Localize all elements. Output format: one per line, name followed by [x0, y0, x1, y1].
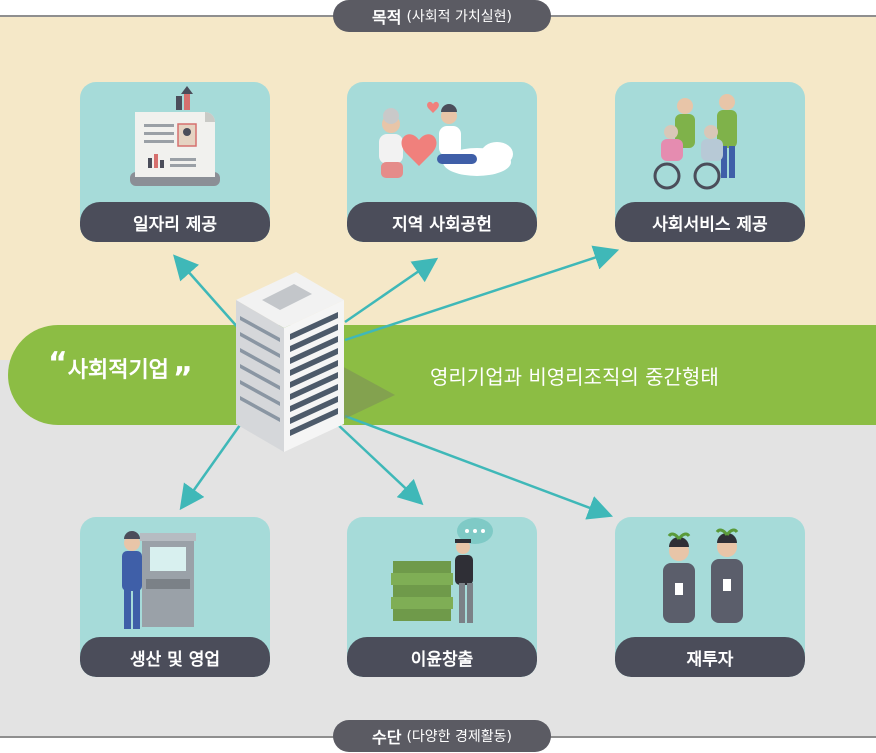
card-social-service: 사회서비스 제공	[615, 82, 805, 242]
arrow-to-jobs	[173, 254, 241, 331]
close-quote: ”	[172, 361, 193, 396]
card-reinvest-label: 재투자	[615, 637, 805, 677]
arrow-to-production	[179, 424, 242, 511]
arrow-to-community	[344, 257, 439, 324]
card-production: 생산 및 영업	[80, 517, 270, 677]
goal-pill: 목적 (사회적 가치실현)	[333, 0, 551, 32]
card-profit: 이윤창출	[347, 517, 537, 677]
goal-label: 목적	[372, 8, 402, 27]
open-quote: “	[48, 346, 68, 381]
card-reinvest: 재투자	[615, 517, 805, 677]
card-jobs-label: 일자리 제공	[80, 202, 270, 242]
means-sublabel: (다양한 경제활동)	[406, 729, 512, 745]
factory-worker-icon	[122, 531, 196, 629]
band-title: “ 사회적기업 ”	[48, 346, 193, 406]
card-community: 지역 사회공헌	[347, 82, 537, 242]
money-stack-icon	[391, 518, 493, 623]
band-description: 영리기업과 비영리조직의 중간형태	[430, 365, 719, 389]
card-social-service-label: 사회서비스 제공	[615, 202, 805, 242]
reinvest-people-icon	[663, 528, 743, 623]
band-title-text: 사회적기업	[67, 358, 169, 383]
social-enterprise-band	[8, 325, 876, 425]
means-label: 수단	[372, 728, 402, 747]
card-production-label: 생산 및 영업	[80, 637, 270, 677]
arrow-to-reinvest	[344, 414, 614, 520]
card-community-label: 지역 사회공헌	[347, 202, 537, 242]
elderly-care-icon	[653, 94, 737, 190]
building-icon	[236, 272, 395, 452]
means-pill: 수단 (다양한 경제활동)	[333, 720, 551, 752]
job-document-icon	[130, 86, 220, 186]
goal-sublabel: (사회적 가치실현)	[406, 9, 512, 25]
community-heart-icon	[379, 101, 513, 178]
arrow-to-social-service	[344, 245, 620, 342]
card-profit-label: 이윤창출	[347, 637, 537, 677]
card-jobs: 일자리 제공	[80, 82, 270, 242]
arrow-to-profit	[334, 421, 424, 506]
